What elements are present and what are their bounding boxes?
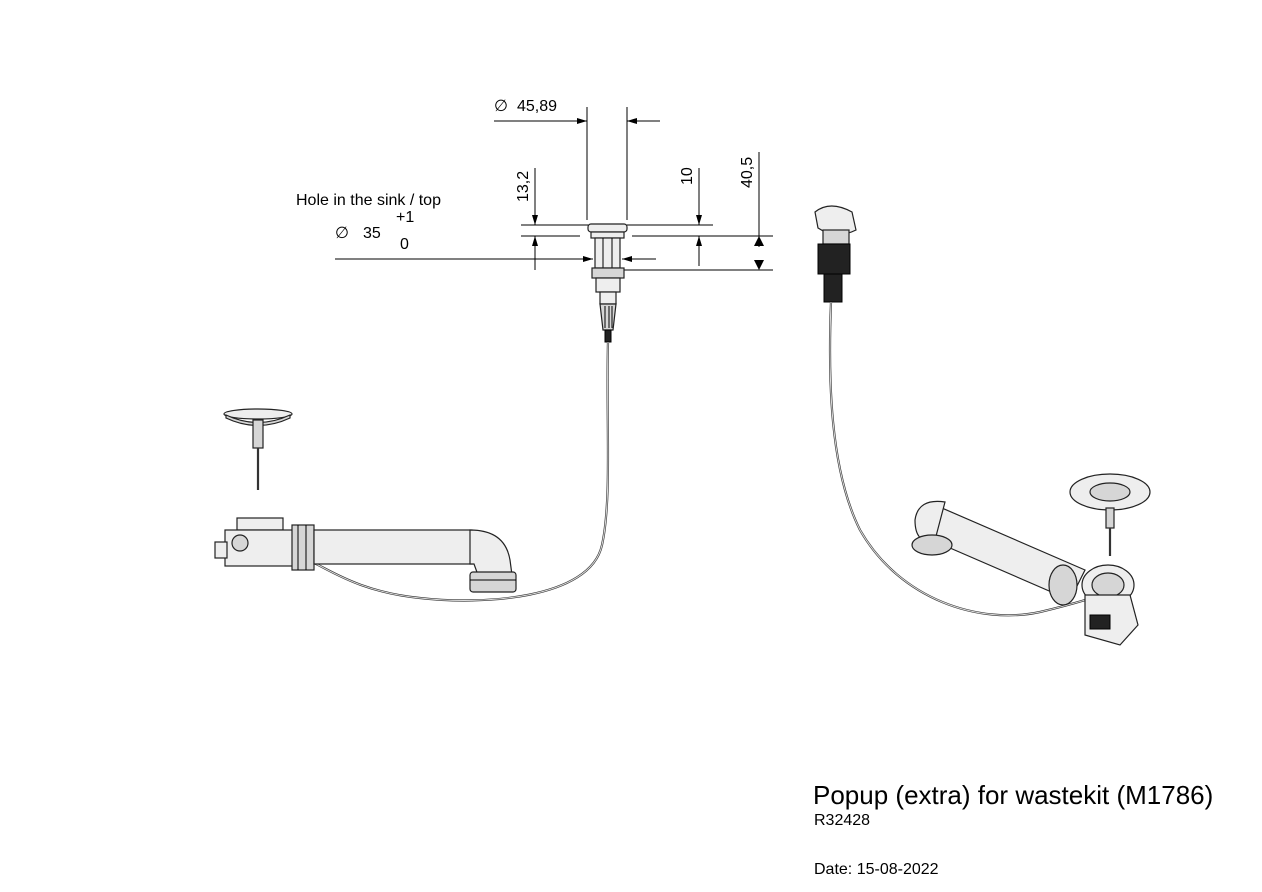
dimension-height-10: 10 (679, 167, 702, 266)
hole-diameter-value: 35 (363, 225, 381, 242)
diameter-symbol: ∅ (335, 225, 349, 242)
reference-lines (521, 224, 773, 271)
product-code: R32428 (814, 812, 871, 829)
popup-button-front (587, 223, 628, 343)
drawing-date: Date: 15-08-2022 (814, 861, 939, 878)
hole-tolerance-minus: 0 (400, 236, 409, 253)
hole-tolerance-plus: +1 (396, 209, 414, 226)
dimension-hole: Hole in the sink / top ∅ 35 +1 0 (296, 192, 656, 262)
height-10-value: 10 (679, 167, 696, 185)
waste-kit-left (214, 517, 517, 593)
flange-diameter-value: 45,89 (517, 98, 557, 115)
height-40-value: 40,5 (739, 157, 756, 188)
strainer-left (223, 408, 293, 490)
hole-label: Hole in the sink / top (296, 192, 441, 209)
cable-right (828, 301, 1093, 617)
cable-left (311, 341, 610, 602)
dimension-flange-diameter: ∅ 45,89 (494, 98, 660, 220)
popup-button-iso (814, 205, 857, 303)
waste-kit-right (911, 500, 1139, 646)
height-13-value: 13,2 (515, 171, 532, 202)
dimension-height-40: 40,5 (739, 152, 764, 270)
strainer-right (1069, 473, 1151, 556)
dimension-height-13: 13,2 (515, 168, 538, 270)
diameter-symbol: ∅ (494, 98, 508, 115)
drawing-title: Popup (extra) for wastekit (M1786) (813, 780, 1214, 810)
